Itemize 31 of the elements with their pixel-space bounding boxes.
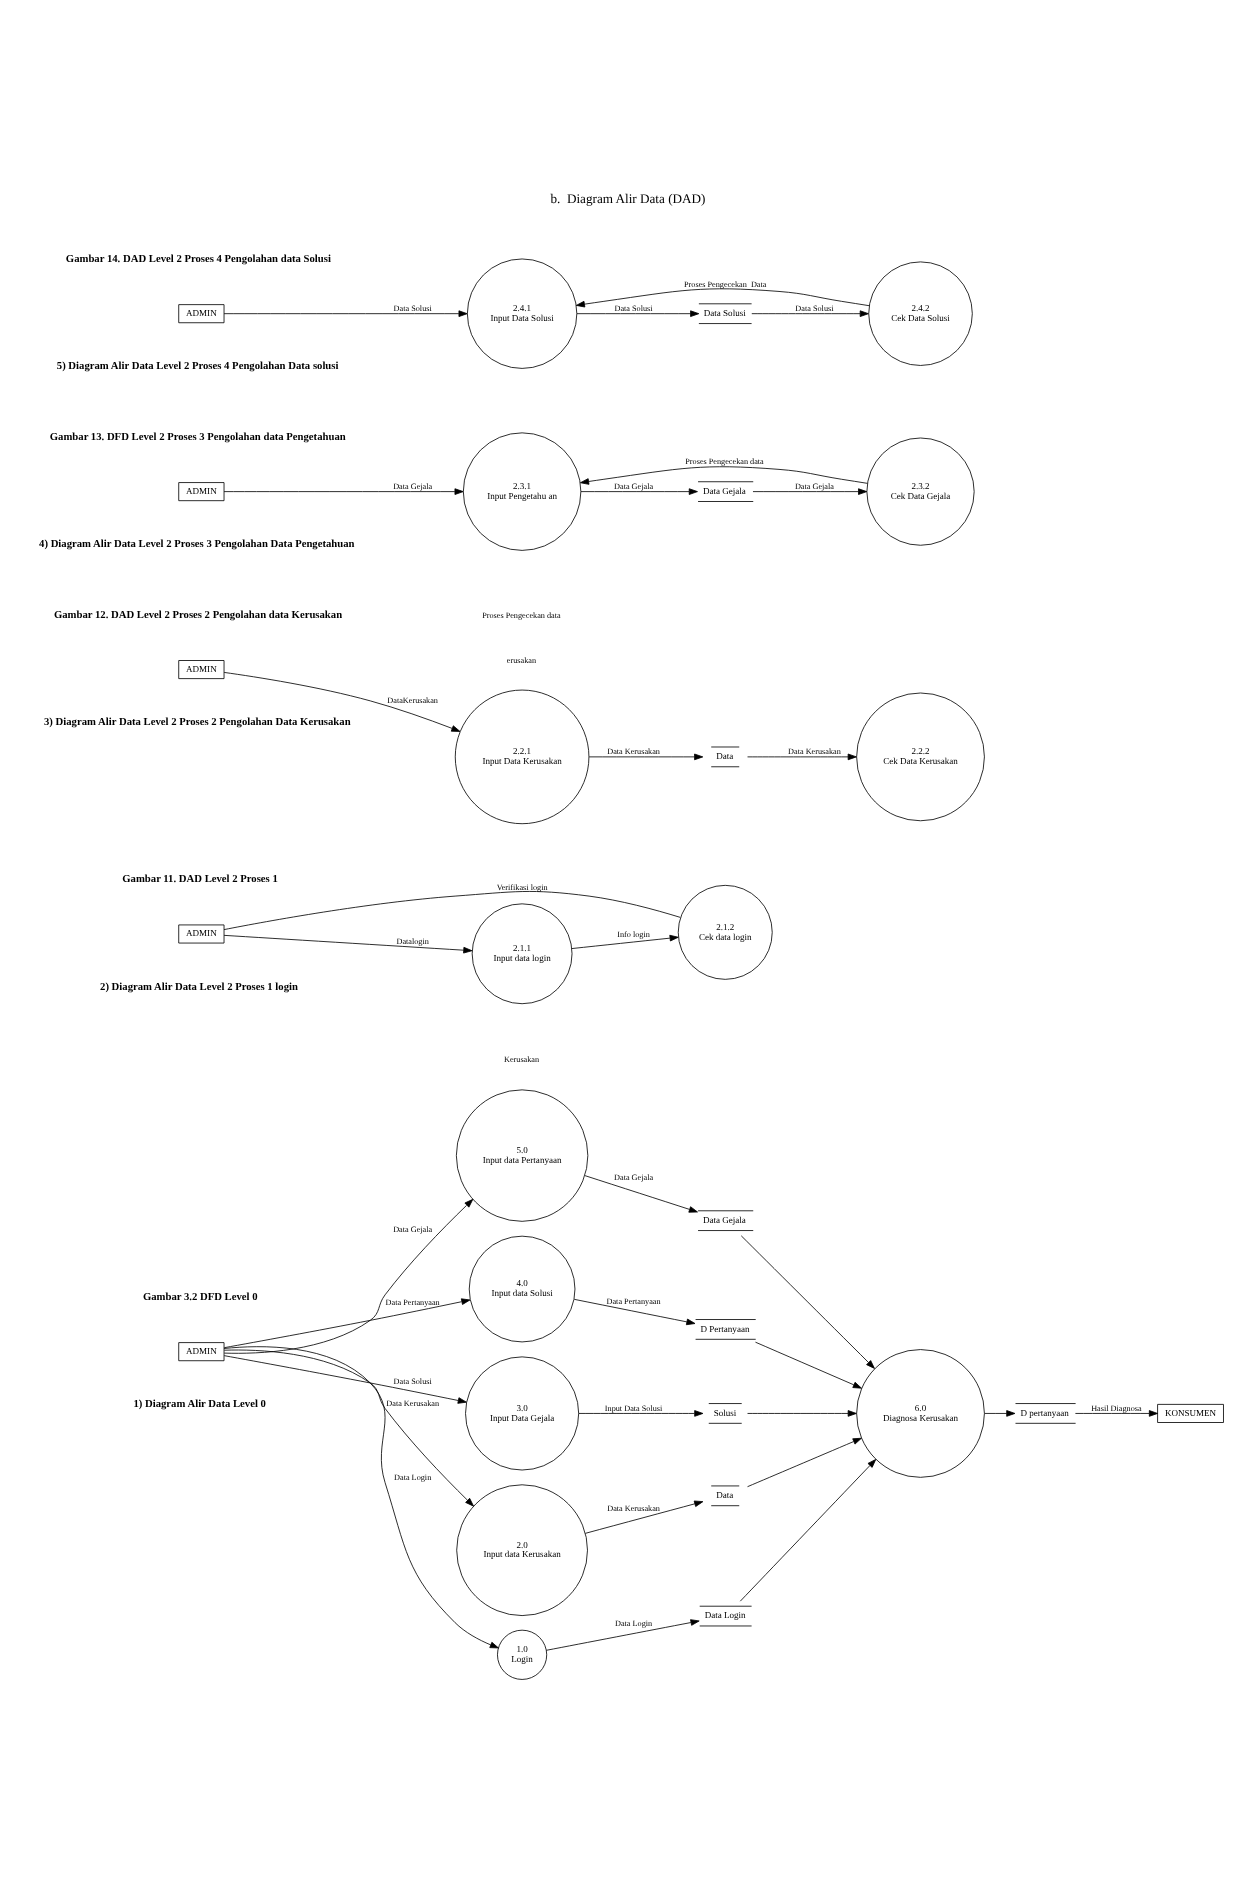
arrow — [571, 934, 679, 949]
arrow — [223, 1198, 474, 1354]
arrow — [223, 1346, 499, 1649]
arrow — [223, 934, 473, 954]
arrow — [546, 1619, 700, 1651]
arrow — [755, 1341, 862, 1389]
arrow — [223, 1349, 474, 1507]
arrow — [747, 1410, 857, 1417]
arrow — [747, 1437, 862, 1488]
arrow — [223, 310, 468, 317]
connector — [223, 891, 681, 930]
arrow — [223, 1298, 471, 1349]
arrow — [576, 310, 700, 317]
arrow — [739, 1459, 877, 1602]
arrow — [740, 1235, 875, 1369]
arrow — [223, 672, 461, 732]
arrow — [984, 1410, 1016, 1417]
arrow — [751, 310, 869, 317]
arrow — [752, 488, 868, 495]
arrow — [580, 466, 868, 485]
arrow — [584, 1500, 704, 1534]
arrow — [223, 1355, 467, 1404]
arrow — [580, 488, 698, 495]
arrow — [1075, 1410, 1158, 1417]
arrow — [584, 1175, 698, 1213]
arrow — [578, 1410, 704, 1417]
arrow — [588, 753, 704, 761]
arrow — [223, 488, 464, 495]
arrow — [747, 753, 857, 761]
arrow — [573, 1298, 696, 1326]
arrow — [575, 288, 870, 308]
